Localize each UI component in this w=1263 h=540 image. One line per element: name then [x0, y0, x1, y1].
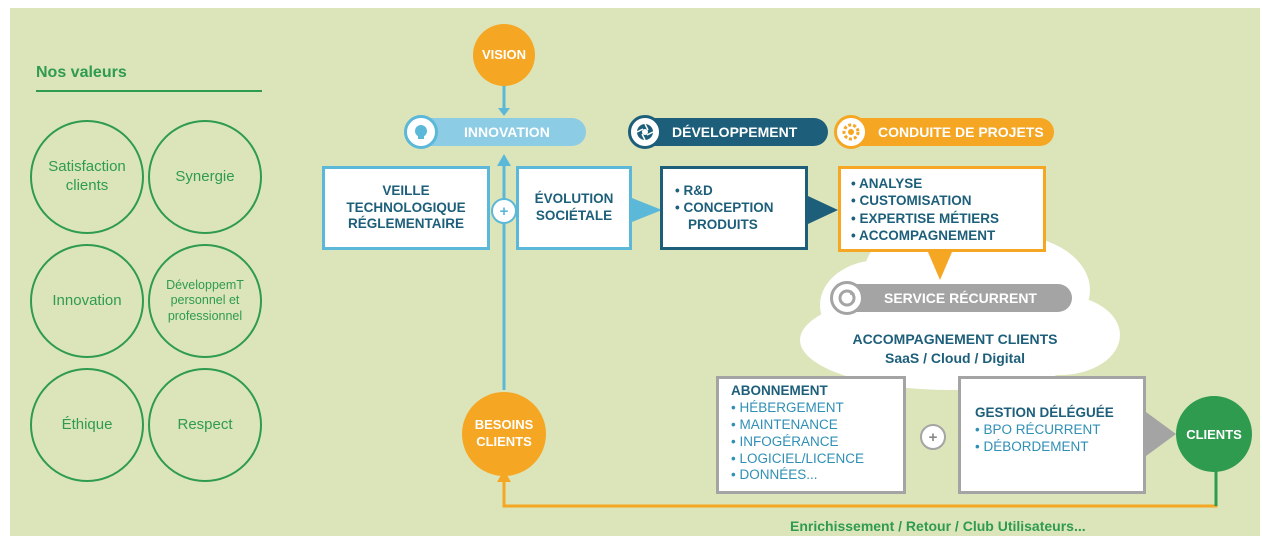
lightbulb-icon: [404, 115, 438, 149]
rd-item: • CONCEPTION: [675, 199, 774, 215]
abonnement-title: ABONNEMENT: [731, 383, 828, 398]
cloud-line-1: ACCOMPAGNEMENT CLIENTS: [852, 331, 1058, 347]
besoins-clients-node: BESOINS CLIENTS: [462, 392, 546, 476]
clients-node: CLIENTS: [1176, 396, 1252, 472]
developpement-label: DÉVELOPPEMENT: [672, 124, 798, 140]
arrow-evolution-rd: [632, 198, 662, 222]
conduite-item: • ANALYSE: [851, 176, 923, 191]
value-synergie: Synergie: [148, 120, 262, 234]
gestion-title: GESTION DÉLÉGUÉE: [975, 405, 1114, 420]
gestion-item: • DÉBORDEMENT: [975, 438, 1089, 454]
abonnement-box: ABONNEMENT • HÉBERGEMENT • MAINTENANCE •…: [716, 376, 906, 494]
value-ethique: Éthique: [30, 368, 144, 482]
plus-service: +: [920, 424, 946, 450]
abonnement-item: • MAINTENANCE: [731, 416, 838, 432]
vision-node: VISION: [473, 24, 535, 86]
refresh-icon: [830, 281, 864, 315]
veille-box: VEILLE TECHNOLOGIQUE RÉGLEMENTAIRE: [322, 166, 490, 250]
abonnement-item: • HÉBERGEMENT: [731, 399, 844, 415]
conduite-item: • ACCOMPAGNEMENT: [851, 227, 996, 243]
gestion-item: • BPO RÉCURRENT: [975, 421, 1101, 437]
values-title: Nos valeurs: [36, 64, 127, 81]
gestion-box: GESTION DÉLÉGUÉE • BPO RÉCURRENT • DÉBOR…: [958, 376, 1146, 494]
service-pill: SERVICE RÉCURRENT: [830, 281, 1072, 315]
plus-innovation: +: [491, 198, 517, 224]
rd-box: • R&D • CONCEPTION PRODUITS: [660, 166, 808, 250]
abonnement-item: • INFOGÉRANCE: [731, 433, 839, 449]
conduite-item: • CUSTOMISATION: [851, 193, 972, 209]
value-respect: Respect: [148, 368, 262, 482]
conduite-item: • EXPERTISE MÉTIERS: [851, 210, 1000, 226]
service-label: SERVICE RÉCURRENT: [884, 290, 1037, 306]
value-innovation: Innovation: [30, 244, 144, 358]
arrow-rd-conduite: [808, 196, 838, 224]
arrow-conduite-service: [928, 252, 952, 280]
values-divider: [36, 90, 262, 92]
rd-item: PRODUITS: [688, 216, 758, 232]
abonnement-item: • DONNÉES...: [731, 467, 818, 483]
innovation-label: INNOVATION: [464, 124, 550, 140]
gear-icon: [834, 115, 868, 149]
evolution-box: ÉVOLUTION SOCIÉTALE: [516, 166, 632, 250]
cloud-line-2: SaaS / Cloud / Digital: [884, 349, 1026, 366]
conduite-box: • ANALYSE • CUSTOMISATION • EXPERTISE MÉ…: [838, 166, 1046, 252]
rd-item: • R&D: [675, 183, 713, 198]
developpement-pill: DÉVELOPPEMENT: [628, 115, 828, 149]
arrow-gestion-clients: [1146, 412, 1176, 456]
feedback-label: Enrichissement / Retour / Club Utilisate…: [790, 518, 1086, 534]
conduite-pill: CONDUITE DE PROJETS: [834, 115, 1054, 149]
abonnement-item: • LOGICIEL/LICENCE: [731, 450, 865, 466]
aperture-icon: [628, 115, 662, 149]
conduite-label: CONDUITE DE PROJETS: [878, 124, 1044, 140]
value-satisfaction-clients: Satisfaction clients: [30, 120, 144, 234]
innovation-pill: INNOVATION: [404, 115, 586, 149]
value-developpement-personnel: DéveloppemT personnel et professionnel: [148, 244, 262, 358]
cloud-text: ACCOMPAGNEMENT CLIENTS SaaS / Cloud / Di…: [830, 330, 1080, 368]
